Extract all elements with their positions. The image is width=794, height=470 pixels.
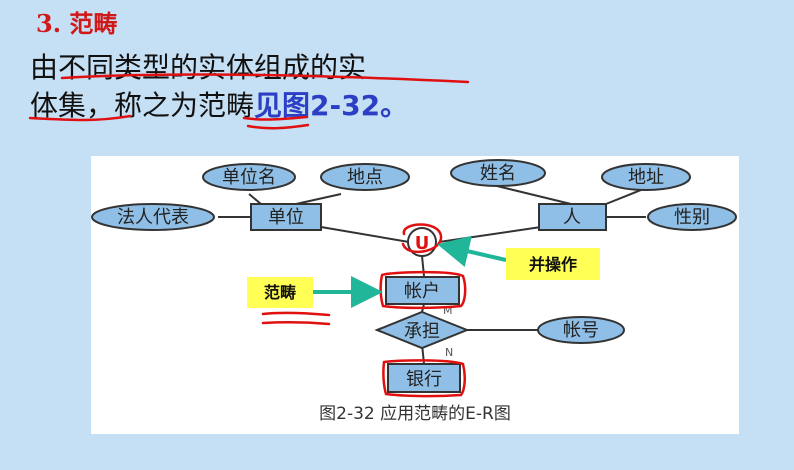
attribute-name-label: 姓名 xyxy=(480,163,516,184)
cardinality-n: N xyxy=(445,346,453,359)
handwritten-underlines xyxy=(28,73,470,130)
union-callout: 并操作 xyxy=(506,248,600,280)
attribute-legal-rep: 法人代表 xyxy=(91,203,215,231)
attribute-address-label: 地址 xyxy=(628,167,664,188)
union-arrow xyxy=(437,235,507,267)
attribute-unit-name: 单位名 xyxy=(202,163,296,191)
entity-person: 人 xyxy=(538,203,607,231)
figure-reference-link[interactable]: 见图2-32。 xyxy=(254,89,409,122)
attribute-gender-label: 性别 xyxy=(674,207,710,228)
attribute-unit-name-label: 单位名 xyxy=(222,167,276,188)
figure-caption: 图2-32 应用范畴的E-R图 xyxy=(319,404,511,424)
er-diagram-figure: 单位名 地点 法人代表 姓名 地址 性别 帐号 单位 xyxy=(91,156,739,434)
body-line-1: 由不同类型的实体组成的实 xyxy=(30,51,367,84)
union-callout-label: 并操作 xyxy=(529,255,577,274)
attribute-account-no-label: 帐号 xyxy=(563,320,599,341)
relationship-assume-label: 承担 xyxy=(404,321,440,342)
entity-unit-label: 单位 xyxy=(268,207,304,228)
attribute-gender: 性别 xyxy=(647,203,737,231)
category-callout-label: 范畴 xyxy=(264,283,296,302)
entity-account: 帐户 xyxy=(385,276,460,305)
entity-unit: 单位 xyxy=(250,203,322,231)
attribute-location: 地点 xyxy=(320,163,410,191)
entity-person-label: 人 xyxy=(563,207,581,228)
entity-account-label: 帐户 xyxy=(404,281,440,302)
entity-bank: 银行 xyxy=(387,363,461,393)
cardinality-m: M xyxy=(443,304,453,317)
attribute-legal-rep-label: 法人代表 xyxy=(117,207,189,228)
attribute-name: 姓名 xyxy=(450,159,546,187)
attribute-address: 地址 xyxy=(601,163,691,191)
category-callout: 范畴 xyxy=(247,277,313,308)
union-operator-glyph: U xyxy=(415,233,430,254)
entity-bank-label: 银行 xyxy=(406,369,442,390)
attribute-location-label: 地点 xyxy=(347,167,383,188)
attribute-account-no: 帐号 xyxy=(537,316,625,344)
body-line-2-text: 体集，称之为范畴 xyxy=(30,89,255,122)
slide-title: 3. 范畴 xyxy=(36,9,118,38)
body-line-2: 体集，称之为范畴见图2-32。 xyxy=(30,84,408,124)
relationship-assume: 承担 xyxy=(374,310,470,350)
